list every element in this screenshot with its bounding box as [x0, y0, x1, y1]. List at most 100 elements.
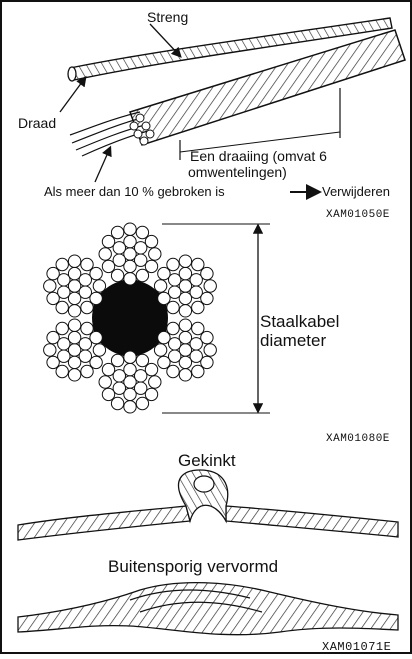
- wire-section: [93, 280, 105, 292]
- rope-core-fill: [92, 280, 168, 356]
- wire-section: [79, 274, 91, 286]
- wire-section: [135, 370, 147, 382]
- figure-damage-types: Gekinkt Buitensporig vervormd XAM01071E: [18, 451, 398, 654]
- wire-section: [179, 369, 191, 381]
- wire-section: [158, 292, 170, 304]
- wire-section: [158, 356, 170, 368]
- strand-end: [68, 67, 76, 81]
- rope-cross-section: [44, 223, 217, 413]
- wire-section: [90, 331, 102, 343]
- wire-section: [79, 338, 91, 350]
- wire-section: [102, 388, 114, 400]
- kinked-rope-left: [18, 506, 190, 540]
- wire-section: [145, 260, 157, 272]
- wire-section: [135, 242, 147, 254]
- strand-section: [99, 223, 161, 285]
- wire-section: [124, 273, 136, 285]
- figure-rope-structure: Streng Draad Een draaiing (omvat 6 omwen…: [18, 9, 405, 221]
- wire-section: [169, 350, 181, 362]
- wire-leader: [60, 78, 85, 112]
- label-deformed: Buitensporig vervormd: [108, 557, 278, 576]
- wire-section: [192, 258, 204, 270]
- wire-section: [158, 267, 170, 279]
- wire-section: [149, 248, 161, 260]
- wire-section: [56, 365, 68, 377]
- wire-section: [102, 235, 114, 247]
- label-lay-line2: omwentelingen): [188, 164, 287, 180]
- kink-loop-hole: [194, 476, 214, 492]
- wire-section: [135, 382, 147, 394]
- wire-section: [47, 331, 59, 343]
- label-wire: Draad: [18, 115, 56, 131]
- wire-section: [192, 322, 204, 334]
- figure-cross-section: Staalkabel diameter XAM01080E: [44, 223, 390, 445]
- wire-section: [145, 235, 157, 247]
- wire-section: [90, 292, 102, 304]
- wire-section: [56, 301, 68, 313]
- wire-section: [179, 331, 191, 343]
- wire-section: [81, 365, 93, 377]
- wire-section: [68, 319, 80, 331]
- wire-section: [68, 292, 80, 304]
- wire-section: [124, 223, 136, 235]
- wire-section: [81, 301, 93, 313]
- wire-section: [68, 356, 80, 368]
- wire-section: [99, 248, 111, 260]
- wire-section: [113, 242, 125, 254]
- wire-section: [154, 280, 166, 292]
- wire-section: [99, 376, 111, 388]
- wire-section: [124, 351, 136, 363]
- wire-section: [201, 267, 213, 279]
- figure2-code: XAM01080E: [326, 433, 390, 445]
- wire-section: [192, 365, 204, 377]
- wire-section: [201, 331, 213, 343]
- wire-section: [179, 305, 191, 317]
- label-kinked: Gekinkt: [178, 451, 236, 470]
- label-diameter-line2: diameter: [260, 331, 326, 350]
- figure3-code: XAM01071E: [322, 640, 391, 654]
- wire-section: [111, 226, 123, 238]
- wire-section: [68, 305, 80, 317]
- wire-section: [56, 322, 68, 334]
- label-action: Verwijderen: [322, 184, 390, 199]
- wire-section: [47, 292, 59, 304]
- wire-section: [136, 354, 148, 366]
- wire-section: [158, 331, 170, 343]
- wire-section: [93, 344, 105, 356]
- wire-section: [113, 382, 125, 394]
- wire-section: [81, 258, 93, 270]
- strand-section: [99, 351, 161, 413]
- wire-section: [167, 301, 179, 313]
- wire-section: [113, 254, 125, 266]
- wire-section: [47, 356, 59, 368]
- wire-section: [111, 269, 123, 281]
- wire-section: [44, 344, 56, 356]
- wire-section: [179, 267, 191, 279]
- wire-section: [102, 363, 114, 375]
- wire-section: [167, 365, 179, 377]
- wire-section: [167, 258, 179, 270]
- wire-section: [192, 301, 204, 313]
- wire-section: [179, 319, 191, 331]
- label-lay-line1: Een draaiing (omvat 6: [190, 148, 327, 164]
- wire-section: [90, 356, 102, 368]
- wire-section: [204, 344, 216, 356]
- wire-section: [136, 397, 148, 409]
- wire-section: [154, 344, 166, 356]
- wire-section: [145, 363, 157, 375]
- wire-section: [68, 369, 80, 381]
- label-broken: Als meer dan 10 % gebroken is: [44, 184, 225, 199]
- wire-section: [44, 280, 56, 292]
- wire-section: [102, 260, 114, 272]
- broken-leader: [95, 148, 110, 182]
- wire-section: [81, 322, 93, 334]
- wire-section: [179, 255, 191, 267]
- wire-section: [56, 258, 68, 270]
- label-diameter-line1: Staalkabel: [260, 312, 339, 331]
- wire-section: [201, 356, 213, 368]
- wire-section: [47, 267, 59, 279]
- wire-section: [111, 397, 123, 409]
- wire-section: [136, 269, 148, 281]
